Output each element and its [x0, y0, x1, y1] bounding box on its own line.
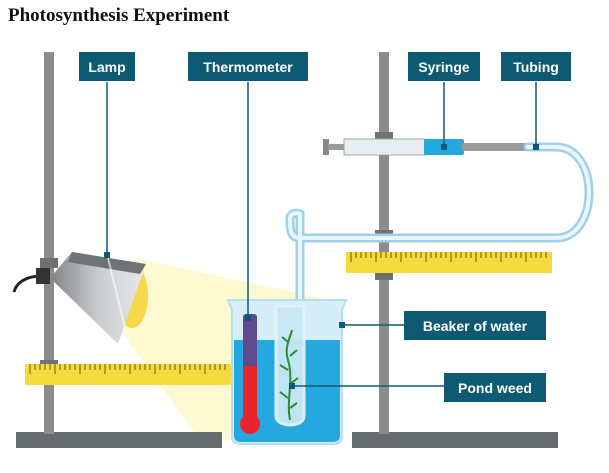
label-pond-weed: Pond weed [444, 373, 546, 402]
label-syringe: Syringe [408, 52, 480, 81]
label-tubing-text: Tubing [513, 59, 559, 75]
lamp-connector [36, 268, 50, 284]
right-clamp-top [375, 132, 393, 142]
syringe-plunger-end [323, 139, 329, 155]
label-thermometer: Thermometer [188, 52, 308, 81]
syringe-plunger [328, 144, 352, 150]
right-stand-rod [379, 52, 389, 434]
pond-weed [279, 329, 299, 421]
left-clamp-top [40, 258, 58, 268]
thermometer-top [243, 314, 257, 370]
lamp-shade-top [68, 252, 146, 274]
right-clamp-low [375, 270, 393, 280]
syringe-barrel [343, 138, 427, 156]
thermometer-stem [243, 366, 257, 420]
label-pond-weed-text: Pond weed [458, 380, 532, 396]
label-lamp-text: Lamp [88, 59, 125, 75]
label-syringe-text: Syringe [418, 59, 470, 75]
left-stand-base [16, 432, 222, 448]
right-stand-base [352, 432, 558, 448]
left-stand-rod [44, 52, 54, 434]
label-lamp: Lamp [79, 52, 135, 81]
label-thermometer-text: Thermometer [203, 59, 293, 75]
label-tubing: Tubing [501, 52, 571, 81]
syringe-nozzle [462, 143, 528, 151]
label-beaker-text: Beaker of water [423, 318, 528, 334]
left-ruler-ticks [29, 364, 226, 374]
thermometer-bulb [240, 414, 260, 434]
label-beaker: Beaker of water [404, 311, 546, 340]
lamp-shade [50, 252, 146, 344]
right-ruler-ticks [350, 252, 547, 262]
page-title: Photosynthesis Experiment [8, 5, 230, 26]
